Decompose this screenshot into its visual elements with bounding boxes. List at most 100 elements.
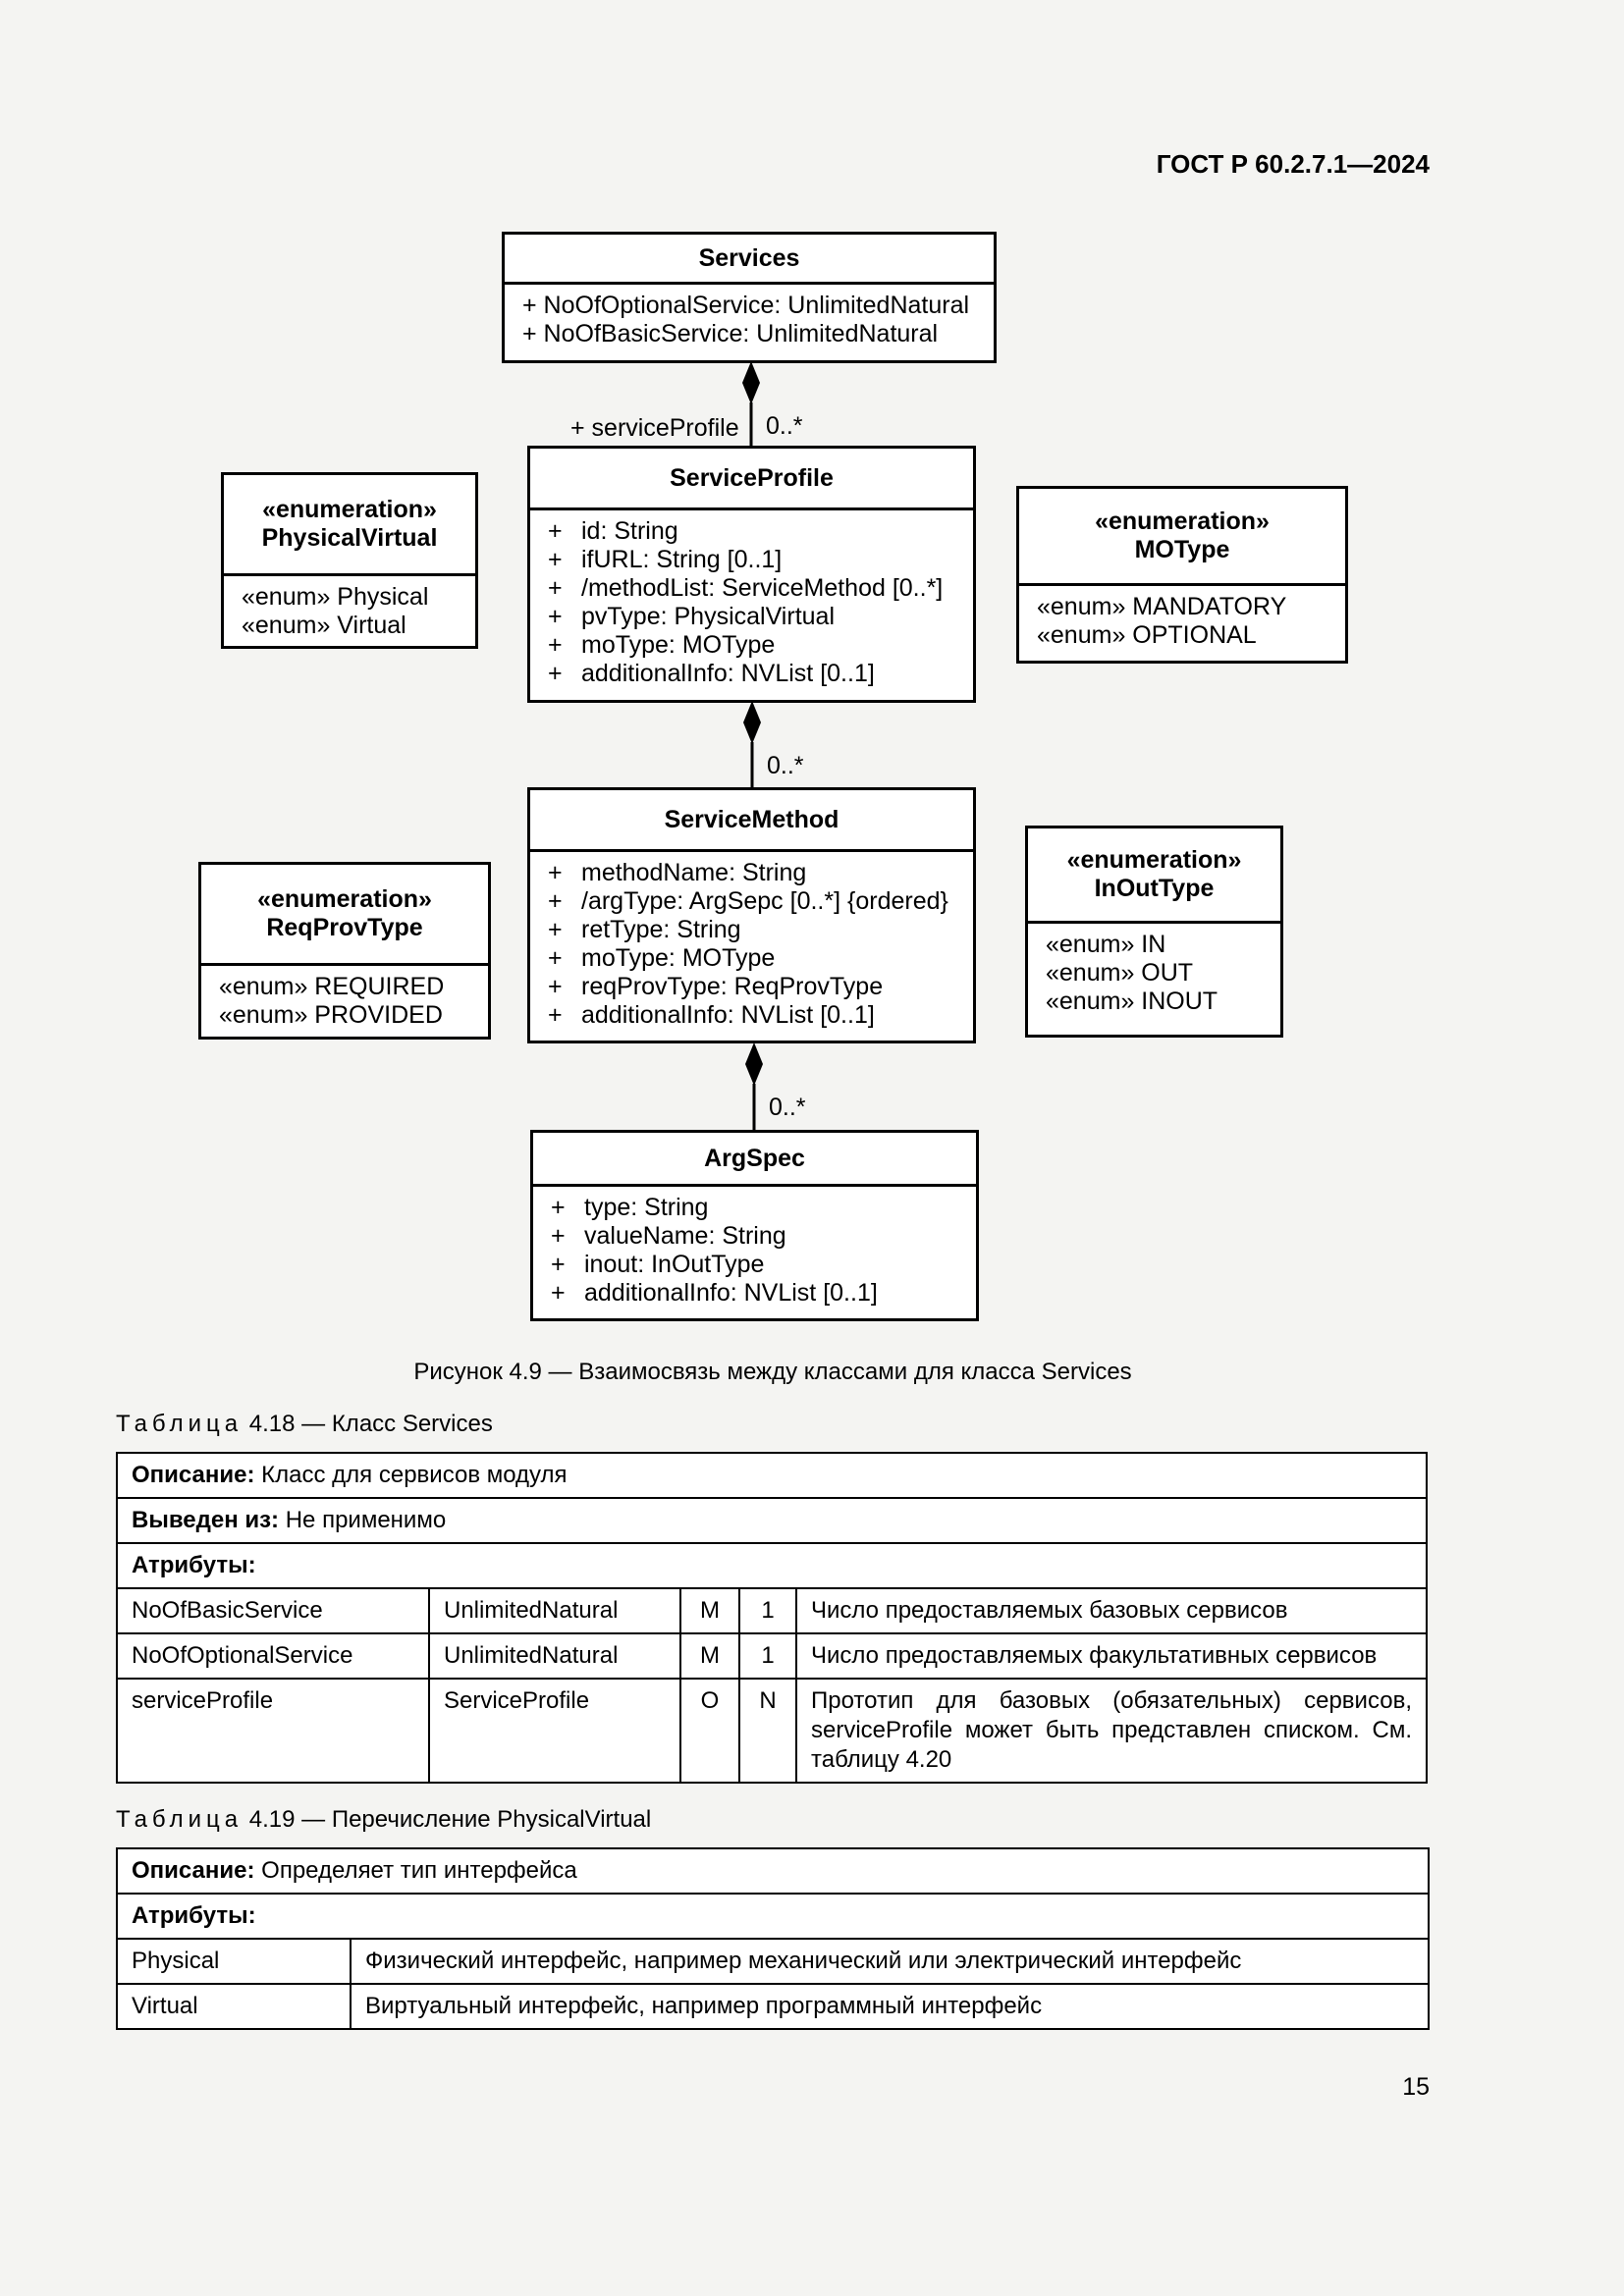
table-cell: Physical: [116, 1938, 352, 1985]
class-service-profile: ServiceProfile +id: String +ifURL: Strin…: [527, 446, 976, 703]
table-cell: Виртуальный интерфейс, например программ…: [350, 1983, 1430, 2030]
class-service-method: ServiceMethod +methodName: String +/argT…: [527, 787, 976, 1043]
table-row: Атрибуты:: [116, 1893, 1430, 1940]
table-cell: M: [679, 1587, 740, 1634]
enum-value: «enum» IN: [1046, 931, 1166, 958]
enum-name: InOutType: [1094, 875, 1215, 902]
attribute: +moType: MOType: [548, 944, 776, 972]
attribute: +retType: String: [548, 916, 741, 943]
enum-value: «enum» OUT: [1046, 959, 1194, 987]
enum-values: «enum» REQUIRED «enum» PROVIDED: [201, 966, 488, 1037]
enum-value: «enum» INOUT: [1046, 988, 1218, 1015]
enum-reqprovtype: «enumeration» ReqProvType «enum» REQUIRE…: [198, 862, 491, 1040]
enum-reqprovtype-header: «enumeration» ReqProvType: [201, 865, 488, 966]
table-row: Physical Физический интерфейс, например …: [116, 1938, 1430, 1985]
table-cell: Число предоставляемых базовых сервисов: [795, 1587, 1428, 1634]
description-value: Определяет тип интерфейса: [261, 1857, 577, 1884]
table-cell: Физический интерфейс, например механичес…: [350, 1938, 1430, 1985]
description-label: Описание:: [132, 1857, 255, 1884]
class-service-profile-attrs: +id: String +ifURL: String [0..1] +/meth…: [530, 510, 973, 695]
attribute: +ifURL: String [0..1]: [548, 546, 783, 573]
table-title-text: 4.19 — Перечисление PhysicalVirtual: [248, 1806, 652, 1833]
enum-inouttype-header: «enumeration» InOutType: [1028, 828, 1280, 924]
stereotype-label: «enumeration»: [257, 885, 432, 913]
attribute: +additionalInfo: NVList [0..1]: [551, 1279, 878, 1307]
document-code: ГОСТ Р 60.2.7.1—2024: [1156, 149, 1430, 179]
table-4-18: Описание: Класс для сервисов модуля Выве…: [116, 1452, 1428, 1784]
multiplicity-label: 0..*: [769, 1094, 806, 1121]
enum-inouttype: «enumeration» InOutType «enum» IN «enum»…: [1025, 826, 1283, 1038]
attribute: + NoOfBasicService: UnlimitedNatural: [522, 320, 939, 347]
table-cell: Число предоставляемых факультативных сер…: [795, 1632, 1428, 1680]
enum-values: «enum» IN «enum» OUT «enum» INOUT: [1028, 924, 1280, 1023]
class-services-name: Services: [505, 235, 994, 285]
composition-diamond-1: [742, 361, 760, 404]
table-cell: 1: [738, 1587, 797, 1634]
class-service-method-attrs: +methodName: String +/argType: ArgSepc […: [530, 852, 973, 1037]
table-cell: Virtual: [116, 1983, 352, 2030]
table-cell: 1: [738, 1632, 797, 1680]
table-row: NoOfOptionalService UnlimitedNatural M 1…: [116, 1632, 1428, 1680]
enum-value: «enum» MANDATORY: [1037, 593, 1287, 620]
class-arg-spec: ArgSpec +type: String +valueName: String…: [530, 1130, 979, 1321]
table-title-text: 4.18 — Класс Services: [248, 1411, 493, 1437]
attribute: +inout: InOutType: [551, 1251, 765, 1278]
attributes-label: Атрибуты:: [132, 1902, 256, 1929]
class-services: Services + NoOfOptionalService: Unlimite…: [502, 232, 997, 363]
table-row: Virtual Виртуальный интерфейс, например …: [116, 1983, 1430, 2030]
class-services-attrs: + NoOfOptionalService: UnlimitedNatural …: [505, 285, 994, 355]
multiplicity-label: 0..*: [767, 752, 804, 779]
table-row: NoOfBasicService UnlimitedNatural M 1 Чи…: [116, 1587, 1428, 1634]
enum-values: «enum» Physical «enum» Virtual: [224, 576, 475, 647]
multiplicity-label: 0..*: [766, 412, 803, 440]
table-row: Атрибуты:: [116, 1542, 1428, 1589]
class-arg-spec-attrs: +type: String +valueName: String +inout:…: [533, 1187, 976, 1314]
attribute: +moType: MOType: [548, 631, 776, 659]
class-service-method-name: ServiceMethod: [530, 790, 973, 852]
attributes-label: Атрибуты:: [132, 1552, 256, 1578]
figure-caption: Рисунок 4.9 — Взаимосвязь между классами…: [413, 1359, 1132, 1385]
stereotype-label: «enumeration»: [1095, 507, 1270, 535]
enum-physical-virtual: «enumeration» PhysicalVirtual «enum» Phy…: [221, 472, 478, 649]
table-cell: UnlimitedNatural: [428, 1632, 681, 1680]
attribute: +additionalInfo: NVList [0..1]: [548, 1001, 875, 1029]
enum-value: «enum» OPTIONAL: [1037, 621, 1257, 649]
table-label: Таблица: [116, 1411, 244, 1437]
attribute: +type: String: [551, 1194, 709, 1221]
composition-diamond-3: [745, 1042, 763, 1086]
composition-diamond-2: [743, 701, 761, 744]
page-number: 15: [1402, 2073, 1430, 2101]
table-4-18-title: Таблица 4.18 — Класс Services: [116, 1411, 493, 1438]
attribute: +/argType: ArgSepc [0..*] {ordered}: [548, 887, 948, 915]
table-row: Описание: Класс для сервисов модуля: [116, 1452, 1428, 1499]
table-row: Описание: Определяет тип интерфейса: [116, 1847, 1430, 1895]
table-cell: ServiceProfile: [428, 1678, 681, 1784]
table-cell: UnlimitedNatural: [428, 1587, 681, 1634]
attribute: +reqProvType: ReqProvType: [548, 973, 884, 1000]
table-4-19: Описание: Определяет тип интерфейса Атри…: [116, 1847, 1430, 2030]
attribute: +pvType: PhysicalVirtual: [548, 603, 835, 630]
enum-name: MOType: [1134, 536, 1230, 563]
enum-name: PhysicalVirtual: [261, 524, 438, 552]
enum-value: «enum» Virtual: [242, 612, 406, 639]
attribute: +additionalInfo: NVList [0..1]: [548, 660, 875, 687]
enum-motype-header: «enumeration» MOType: [1019, 489, 1345, 586]
enum-value: «enum» REQUIRED: [219, 973, 445, 1000]
attribute: +methodName: String: [548, 859, 807, 886]
attribute: +/methodList: ServiceMethod [0..*]: [548, 574, 944, 602]
stereotype-label: «enumeration»: [1066, 846, 1242, 874]
class-service-profile-name: ServiceProfile: [530, 449, 973, 510]
derived-label: Выведен из:: [132, 1507, 280, 1533]
class-arg-spec-name: ArgSpec: [533, 1133, 976, 1187]
enum-motype: «enumeration» MOType «enum» MANDATORY «e…: [1016, 486, 1348, 664]
description-value: Класс для сервисов модуля: [261, 1462, 568, 1488]
enum-name: ReqProvType: [266, 914, 423, 941]
attribute: +valueName: String: [551, 1222, 786, 1250]
table-label: Таблица: [116, 1806, 244, 1833]
enum-values: «enum» MANDATORY «enum» OPTIONAL: [1019, 586, 1345, 657]
enum-value: «enum» Physical: [242, 583, 429, 611]
table-cell: M: [679, 1632, 740, 1680]
attribute: +id: String: [548, 517, 678, 545]
table-row: serviceProfile ServiceProfile O N Протот…: [116, 1678, 1428, 1784]
role-label-service-profile: + serviceProfile: [570, 414, 739, 442]
